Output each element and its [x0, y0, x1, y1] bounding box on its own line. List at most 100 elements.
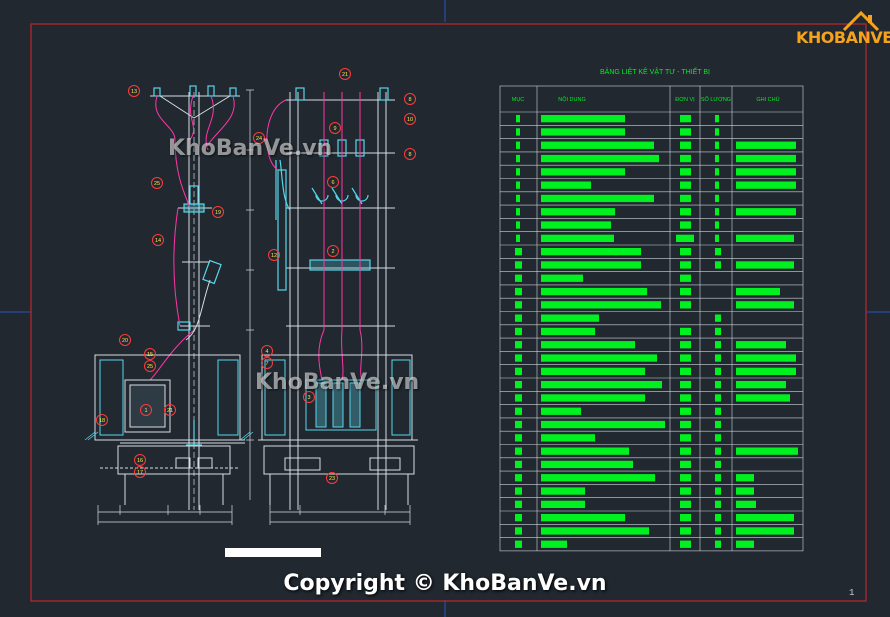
table-row: [515, 487, 754, 495]
table-row: [516, 141, 796, 149]
svg-text:16: 16: [137, 458, 143, 464]
table-row: [515, 314, 721, 322]
house-roof-icon: [842, 10, 880, 32]
khobanve-logo[interactable]: KHOBANVE: [796, 10, 890, 54]
left-callout: 15: [144, 348, 156, 360]
svg-text:8: 8: [408, 97, 411, 103]
left-callout: 1: [140, 404, 152, 416]
right-callout: 23: [326, 472, 338, 484]
left-callout: 14: [152, 234, 164, 246]
right-callout: 8: [404, 93, 416, 105]
right-callout: 9: [329, 122, 341, 134]
svg-text:6: 6: [331, 180, 334, 186]
left-callout: 25: [151, 177, 163, 189]
table-header: NỘI DUNG: [558, 96, 586, 103]
svg-text:14: 14: [155, 238, 161, 244]
right-callout: 12: [268, 249, 280, 261]
svg-text:21: 21: [342, 72, 348, 78]
table-row: [515, 407, 721, 415]
table-row: [515, 248, 721, 256]
table-row: [515, 514, 794, 522]
svg-text:13: 13: [131, 89, 137, 95]
table-row: [516, 115, 719, 123]
table-row: [515, 367, 796, 375]
table-row: [516, 168, 796, 176]
sheet-number: 1: [849, 588, 855, 598]
material-table: BẢNG LIỆT KÊ VẬT TƯ - THIẾT BỊ MỤC NỘI DU…: [499, 66, 804, 552]
table-row: [515, 354, 796, 362]
svg-text:25: 25: [147, 364, 153, 370]
table-row: [516, 234, 794, 242]
right-callout: 10: [404, 113, 416, 125]
left-callout: 13: [128, 85, 140, 97]
svg-text:25: 25: [154, 181, 160, 187]
right-callout: 8: [404, 148, 416, 160]
table-header: SỐ LƯỢNG: [701, 96, 731, 103]
svg-text:23: 23: [329, 476, 335, 482]
table-row: [516, 221, 719, 229]
table-header: GHI CHÚ: [756, 96, 779, 103]
svg-text:10: 10: [407, 117, 413, 123]
table-row: [515, 341, 786, 349]
svg-text:2: 2: [331, 249, 334, 255]
left-callout: 16: [134, 454, 146, 466]
right-callout: 24: [253, 132, 265, 144]
table-row: [515, 527, 794, 535]
copyright-banner: Copyright © KhoBanVe.vn: [283, 571, 607, 596]
watermark-top: KhoBanVe.vn: [168, 136, 333, 161]
table-row: [516, 194, 719, 203]
right-callout: 3: [303, 391, 315, 403]
table-row: [515, 420, 721, 429]
right-callout: 7: [261, 357, 273, 369]
svg-text:9: 9: [333, 126, 336, 132]
left-callout: 17: [134, 466, 146, 478]
logo-text: KHOBANVE: [796, 28, 890, 47]
table-title: BẢNG LIỆT KÊ VẬT TƯ - THIẾT BỊ: [600, 66, 710, 76]
right-elevation: [258, 87, 418, 525]
table-row: [515, 474, 754, 482]
svg-text:7: 7: [265, 361, 268, 367]
right-callout: 6: [327, 176, 339, 188]
left-callout: 20: [119, 334, 131, 346]
left-callout: 21: [164, 404, 176, 416]
svg-text:24: 24: [256, 136, 262, 142]
table-row: [515, 447, 798, 455]
table-row: [515, 394, 790, 402]
table-row: [516, 208, 796, 216]
svg-text:15: 15: [147, 352, 153, 358]
table-row: [515, 274, 691, 282]
svg-text:1: 1: [144, 408, 147, 414]
table-row: [515, 301, 794, 309]
table-row: [515, 261, 794, 269]
table-row: [516, 128, 719, 136]
table-row: [515, 381, 786, 389]
table-row: [515, 460, 721, 469]
left-callout: 18: [96, 414, 108, 426]
svg-text:12: 12: [271, 253, 277, 259]
table-header: MỤC: [512, 97, 525, 103]
left-elevation: [84, 85, 321, 557]
right-callout: 4: [261, 345, 273, 357]
right-callout: 21: [339, 68, 351, 80]
table-row: [515, 287, 780, 296]
table-row: [516, 181, 796, 189]
table-header: ĐƠN VỊ: [675, 97, 695, 103]
svg-text:20: 20: [122, 338, 128, 344]
svg-text:18: 18: [99, 418, 105, 424]
table-grid: [499, 85, 804, 552]
svg-text:17: 17: [137, 470, 143, 476]
svg-text:8: 8: [408, 152, 411, 158]
svg-text:21: 21: [167, 408, 173, 414]
svg-text:19: 19: [215, 210, 221, 216]
drawing-frame: [30, 23, 867, 602]
table-row: [515, 434, 721, 442]
table-row: [515, 327, 721, 336]
table-row: [515, 500, 756, 508]
watermark-middle: KhoBanVe.vn: [255, 370, 420, 395]
svg-text:4: 4: [265, 349, 268, 355]
left-callout: 25: [144, 360, 156, 372]
right-callout: 2: [327, 245, 339, 257]
